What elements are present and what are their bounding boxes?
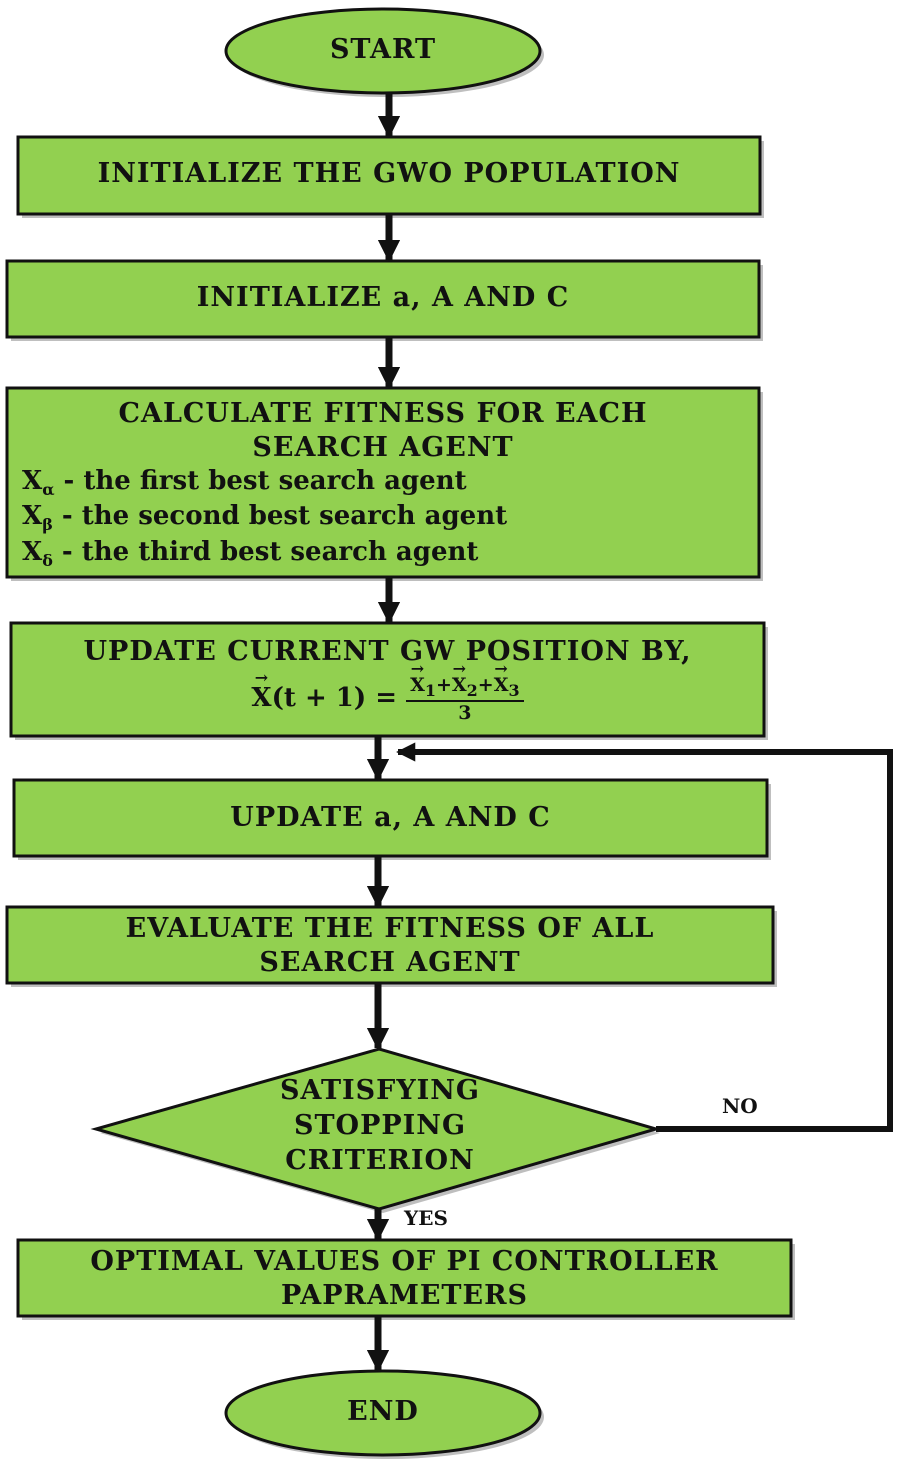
update-position-line1: UPDATE CURRENT GW POSITION BY, — [83, 636, 692, 667]
delta-symbol: X — [22, 537, 43, 567]
alpha-subscript: α — [42, 480, 55, 500]
start-label: START — [329, 34, 437, 65]
decision-line3: CRITERION — [285, 1145, 475, 1176]
beta-subscript: β — [42, 515, 53, 535]
lhs-rest: (t + 1) = — [271, 682, 398, 713]
calc-fitness-line1: CALCULATE FITNESS FOR EACH — [118, 398, 648, 429]
calc-fitness-line2: SEARCH AGENT — [252, 432, 514, 463]
init-population-label: INITIALIZE THE GWO POPULATION — [97, 158, 681, 189]
evaluate-line1: EVALUATE THE FITNESS OF ALL — [125, 913, 655, 944]
end-label: END — [347, 1396, 419, 1427]
beta-text: - the second best search agent — [52, 501, 508, 531]
update-params-label: UPDATE a, A AND C — [230, 802, 551, 833]
evaluate-box — [5, 905, 775, 985]
calc-fitness-box — [5, 386, 761, 579]
beta-symbol: X — [22, 501, 43, 531]
init-population-box — [16, 135, 762, 216]
fraction-numerator: X1+X2+X3 — [406, 674, 524, 702]
position-equation: X(t + 1) = X1+X2+X3 3 — [11, 674, 764, 724]
optimal-line2: PAPRAMETERS — [280, 1280, 529, 1311]
optimal-box — [16, 1238, 793, 1318]
alpha-text: - the first best search agent — [54, 466, 467, 496]
optimal-line1: OPTIMAL VALUES OF PI CONTROLLER — [90, 1246, 719, 1277]
update-params-box — [12, 778, 769, 858]
decision-line1: SATISFYING — [279, 1075, 480, 1106]
yes-label: YES — [404, 1206, 448, 1230]
init-params-label: INITIALIZE a, A AND C — [196, 282, 570, 313]
evaluate-line2: SEARCH AGENT — [259, 947, 521, 978]
start-terminal — [224, 7, 542, 95]
update-position-box — [9, 621, 766, 738]
loop-no-path — [396, 742, 893, 1132]
delta-text: - the third best search agent — [52, 537, 479, 567]
alpha-symbol: X — [22, 466, 43, 496]
decision-line2: STOPPING — [293, 1110, 467, 1141]
fraction-denominator: 3 — [458, 701, 472, 724]
no-label: NO — [722, 1094, 758, 1118]
position-fraction: X1+X2+X3 3 — [406, 674, 524, 724]
delta-line: Xδ - the third best search agent — [22, 537, 478, 570]
lhs-vector-x: X — [251, 683, 271, 713]
alpha-line: Xα - the first best search agent — [22, 466, 467, 499]
beta-line: Xβ - the second best search agent — [22, 501, 507, 534]
delta-subscript: δ — [42, 551, 53, 571]
